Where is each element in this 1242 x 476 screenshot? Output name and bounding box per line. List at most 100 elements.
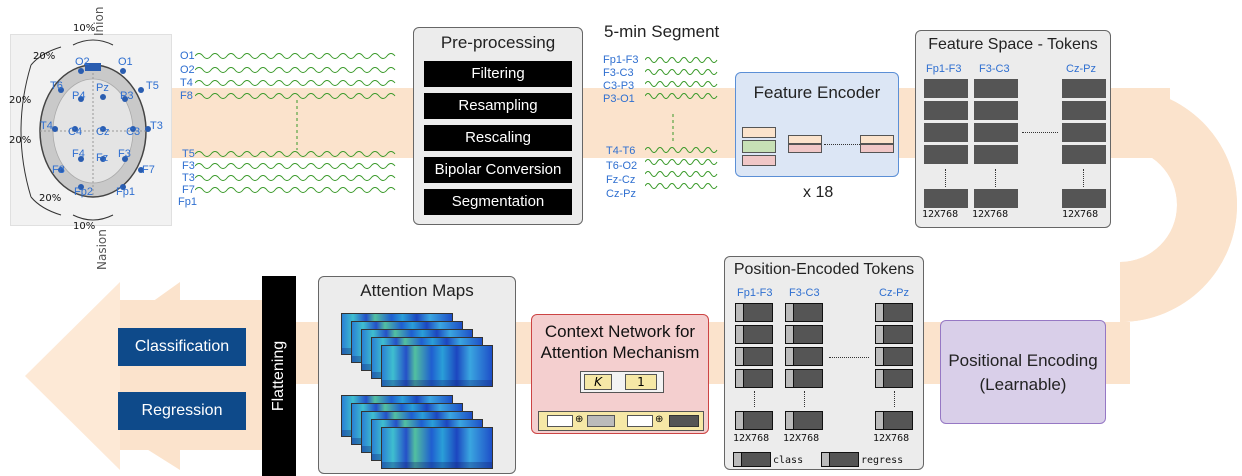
feature-space-panel: Feature Space - Tokens Fp1-F3 F3-C3 Cz-P… [915, 30, 1111, 228]
position-tokens-panel: Position-Encoded Tokens Fp1-F3 F3-C3 Cz-… [724, 256, 924, 470]
encoder-token-a [788, 135, 822, 144]
raw-signal-traces [195, 53, 396, 193]
electrode-label: F8 [52, 164, 65, 176]
percent-top: 10% [73, 23, 96, 34]
position-token [735, 411, 773, 430]
position-token [875, 411, 913, 430]
electrode-label: P4 [72, 90, 86, 102]
electrode-label: T6 [50, 80, 63, 92]
attention-maps-title: Attention Maps [360, 281, 474, 300]
token-ellipsis [754, 391, 755, 407]
step-bipolar-conversion: Bipolar Conversion [424, 157, 572, 183]
position-token [735, 347, 773, 366]
segment-title: 5-min Segment [604, 22, 720, 41]
electrode-label: T3 [150, 120, 163, 132]
classification-output: Classification [118, 328, 246, 366]
percent-bottom: 10% [73, 221, 96, 232]
class-label: class [773, 455, 804, 466]
column-ellipsis [1022, 132, 1058, 133]
context-title-line2: Attention Mechanism [540, 343, 700, 362]
segment-label: P3-O1 [603, 93, 635, 105]
position-column-header: F3-C3 [789, 287, 820, 299]
feature-column-header: F3-C3 [979, 63, 1010, 75]
attention-map [381, 345, 493, 387]
inion-label: Inion [92, 6, 106, 36]
token-ellipsis [804, 391, 805, 407]
segment-label: C3-P3 [603, 80, 635, 92]
feature-token [1062, 101, 1106, 120]
feature-dim: 12X768 [1062, 209, 1099, 220]
segment-label: T4-T6 [606, 145, 636, 157]
position-dim: 12X768 [873, 433, 910, 444]
plus-icon: ⊕ [655, 414, 664, 425]
feature-dim: 12X768 [922, 209, 959, 220]
eeg-cap-panel: 10% 20% 20% 20% 20% 10% [9, 23, 172, 232]
encoder-repeat: x 18 [803, 184, 834, 201]
electrode-labels: O2 O1 T6 Pz T5 P4 P3 T4 C4 Cz C3 T3 F4 F… [12, 34, 172, 224]
attention-map [381, 427, 493, 469]
regress-token [821, 452, 859, 467]
raw-label: Fp1 [178, 196, 197, 208]
raw-label: F3 [182, 160, 195, 172]
feature-token [974, 101, 1018, 120]
feature-encoder-box: Feature Encoder [735, 72, 899, 177]
electrode-label: Fz [96, 152, 109, 164]
context-kv-box: K 1 [580, 371, 664, 393]
step-segmentation: Segmentation [424, 189, 572, 215]
encoder-dots [824, 144, 860, 145]
feature-token [1062, 145, 1106, 164]
feature-token [974, 123, 1018, 142]
feature-token [924, 145, 968, 164]
percent-mid-lower: 20% [9, 135, 32, 146]
raw-label: T4 [180, 77, 193, 89]
k-cell: K [584, 374, 612, 390]
feature-token [1062, 189, 1106, 208]
electrode-label: C4 [68, 126, 83, 138]
token-ellipsis [995, 169, 996, 187]
regression-output: Regression [118, 392, 246, 430]
encoder-input-bottom [742, 155, 776, 166]
position-token [735, 325, 773, 344]
position-token [875, 369, 913, 388]
encoder-token-b [788, 144, 822, 153]
raw-label: O1 [180, 50, 195, 62]
electrode-label: F3 [118, 148, 131, 160]
feature-token [924, 189, 968, 208]
electrode-label: T4 [40, 120, 53, 132]
positional-encoding-title: Positional Encoding [948, 351, 1098, 370]
position-token [875, 347, 913, 366]
context-ops-bar: ⊕ ⊕ [538, 411, 704, 431]
encoder-token-d [860, 144, 894, 153]
step-filtering: Filtering [424, 61, 572, 87]
op-input-a [547, 415, 573, 427]
electrode-label: Pz [96, 82, 109, 94]
raw-label: F7 [182, 184, 195, 196]
position-token [785, 303, 823, 322]
electrode-label: C3 [126, 126, 141, 138]
segment-label: T6-O2 [606, 160, 638, 172]
token-ellipsis [1083, 169, 1084, 187]
electrode-label: O1 [118, 56, 133, 68]
encoder-token-c [860, 135, 894, 144]
percent-mid-upper: 20% [9, 95, 32, 106]
segment-label: Cz-Pz [606, 188, 636, 200]
segment-label: Fz-Cz [606, 174, 636, 186]
segment-label: F3-C3 [603, 67, 634, 79]
feature-column-header: Fp1-F3 [926, 63, 962, 75]
electrode-label: T5 [146, 80, 159, 92]
token-ellipsis [894, 391, 895, 407]
step-resampling: Resampling [424, 93, 572, 119]
raw-label: F8 [180, 90, 193, 102]
feature-dim: 12X768 [972, 209, 1009, 220]
feature-column-header: Cz-Pz [1066, 63, 1096, 75]
position-column-header: Fp1-F3 [737, 287, 773, 299]
encoder-input-mid [742, 140, 776, 153]
electrode-label: O2 [75, 56, 90, 68]
feature-encoder-title: Feature Encoder [753, 83, 881, 102]
raw-label: O2 [180, 64, 195, 76]
raw-label: T3 [182, 172, 195, 184]
position-column-header: Cz-Pz [879, 287, 909, 299]
preprocessing-panel: Pre-processing Filtering Resampling Resc… [413, 27, 583, 225]
preprocessing-title: Pre-processing [440, 33, 556, 52]
flattening-bar: Flattening [262, 276, 296, 476]
